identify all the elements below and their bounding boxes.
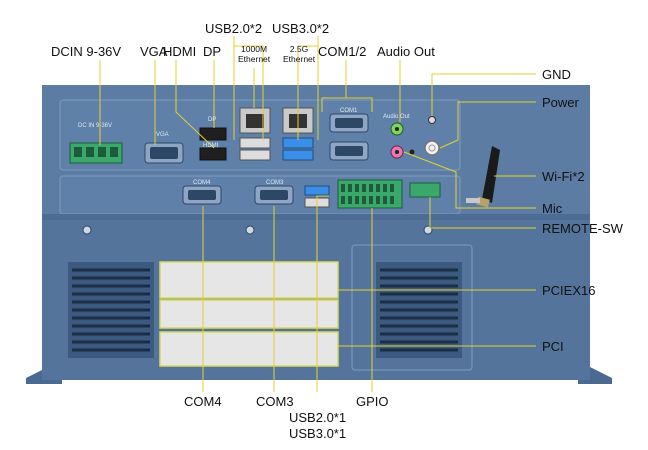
hdmi-port bbox=[199, 147, 227, 161]
wifi-antenna bbox=[466, 146, 500, 208]
label-mic: Mic bbox=[542, 201, 563, 216]
label-remote-sw: REMOTE-SW bbox=[542, 221, 623, 236]
print-audio-out: Audio Out bbox=[383, 114, 410, 120]
label-com3: COM3 bbox=[256, 394, 294, 409]
print-hdmi: HDMI bbox=[203, 143, 219, 149]
label-usb30x1: USB3.0*1 bbox=[289, 426, 347, 441]
label-power: Power bbox=[542, 95, 579, 110]
label-com4: COM4 bbox=[184, 394, 222, 409]
pci-slot bbox=[159, 331, 339, 367]
label-wifi: Wi-Fi*2 bbox=[542, 169, 585, 184]
left-vent-grille bbox=[68, 262, 154, 358]
print-com3: COM3 bbox=[266, 180, 284, 186]
print-com1: COM1 bbox=[340, 108, 358, 114]
label-pciex16: PCIEX16 bbox=[542, 283, 596, 298]
pciex16-slot-b bbox=[159, 299, 339, 329]
dc-in-terminal bbox=[69, 142, 123, 164]
label-vga: VGA bbox=[140, 44, 168, 59]
label-usb20x2: USB2.0*2 bbox=[205, 21, 263, 36]
usb30-port-2 bbox=[282, 149, 314, 161]
usb20-port-2 bbox=[239, 149, 271, 161]
label-gpio: GPIO bbox=[356, 394, 389, 409]
label-com12: COM1/2 bbox=[318, 44, 367, 59]
print-vga: VGA bbox=[156, 132, 169, 138]
pciex16-slot-a bbox=[159, 261, 339, 299]
front-usb30-port bbox=[304, 185, 330, 196]
label-audio-out: Audio Out bbox=[377, 44, 435, 59]
dp-port bbox=[199, 127, 227, 141]
label-dcin: DCIN 9-36V bbox=[51, 44, 122, 59]
power-button bbox=[424, 140, 440, 156]
remote-sw-terminal bbox=[409, 182, 441, 198]
reset-pinhole bbox=[409, 149, 415, 155]
print-com4: COM4 bbox=[193, 180, 211, 186]
print-dp: DP bbox=[208, 117, 217, 123]
right-vent-grille bbox=[376, 262, 462, 358]
label-gnd: GND bbox=[542, 67, 571, 82]
gnd-screw bbox=[428, 116, 436, 124]
label-usb20x1: USB2.0*1 bbox=[289, 410, 347, 425]
label-pci: PCI bbox=[542, 339, 564, 354]
label-dp: DP bbox=[203, 44, 222, 59]
label-usb30x2: USB3.0*2 bbox=[272, 21, 330, 36]
callout-lines bbox=[99, 36, 536, 392]
label-hdmi: HDMI bbox=[163, 44, 197, 59]
usb20-port-1 bbox=[239, 137, 271, 149]
print-dc-in: DC IN 9-36V bbox=[78, 123, 113, 129]
